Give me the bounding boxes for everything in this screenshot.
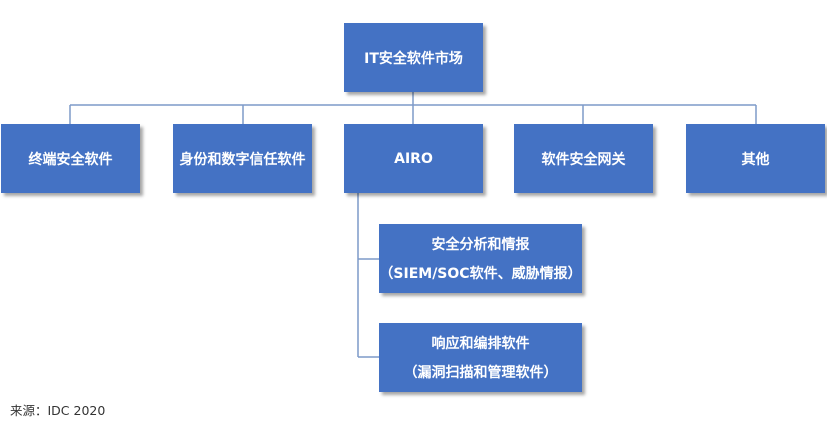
source-note: 来源：IDC 2020 [10, 403, 106, 418]
airo-child-response-orchestration: 响应和编排软件 （漏洞扫描和管理软件） [379, 323, 582, 392]
category-node-label: AIRO [394, 150, 433, 167]
airo-child-title: 响应和编排软件 [431, 335, 530, 352]
category-node-security-gateway: 软件安全网关 [514, 124, 653, 193]
category-node-label: 其他 [741, 151, 770, 168]
category-node-identity-digital-trust: 身份和数字信任软件 [173, 124, 312, 193]
category-node-other: 其他 [686, 124, 825, 193]
root-node-label: IT安全软件市场 [364, 50, 463, 67]
category-node-label: 身份和数字信任软件 [179, 151, 306, 168]
category-node-airo: AIRO [344, 124, 483, 193]
category-node-label: 软件安全网关 [541, 151, 626, 168]
category-node-label: 终端安全软件 [28, 151, 113, 168]
category-node-endpoint-security: 终端安全软件 [1, 124, 140, 193]
root-node: IT安全软件市场 [344, 23, 483, 92]
airo-child-security-analytics: 安全分析和情报 （SIEM/SOC软件、威胁情报） [379, 224, 582, 293]
airo-child-subtitle: （SIEM/SOC软件、威胁情报） [379, 266, 582, 283]
airo-child-title: 安全分析和情报 [431, 236, 530, 253]
airo-child-subtitle: （漏洞扫描和管理软件） [403, 365, 558, 382]
